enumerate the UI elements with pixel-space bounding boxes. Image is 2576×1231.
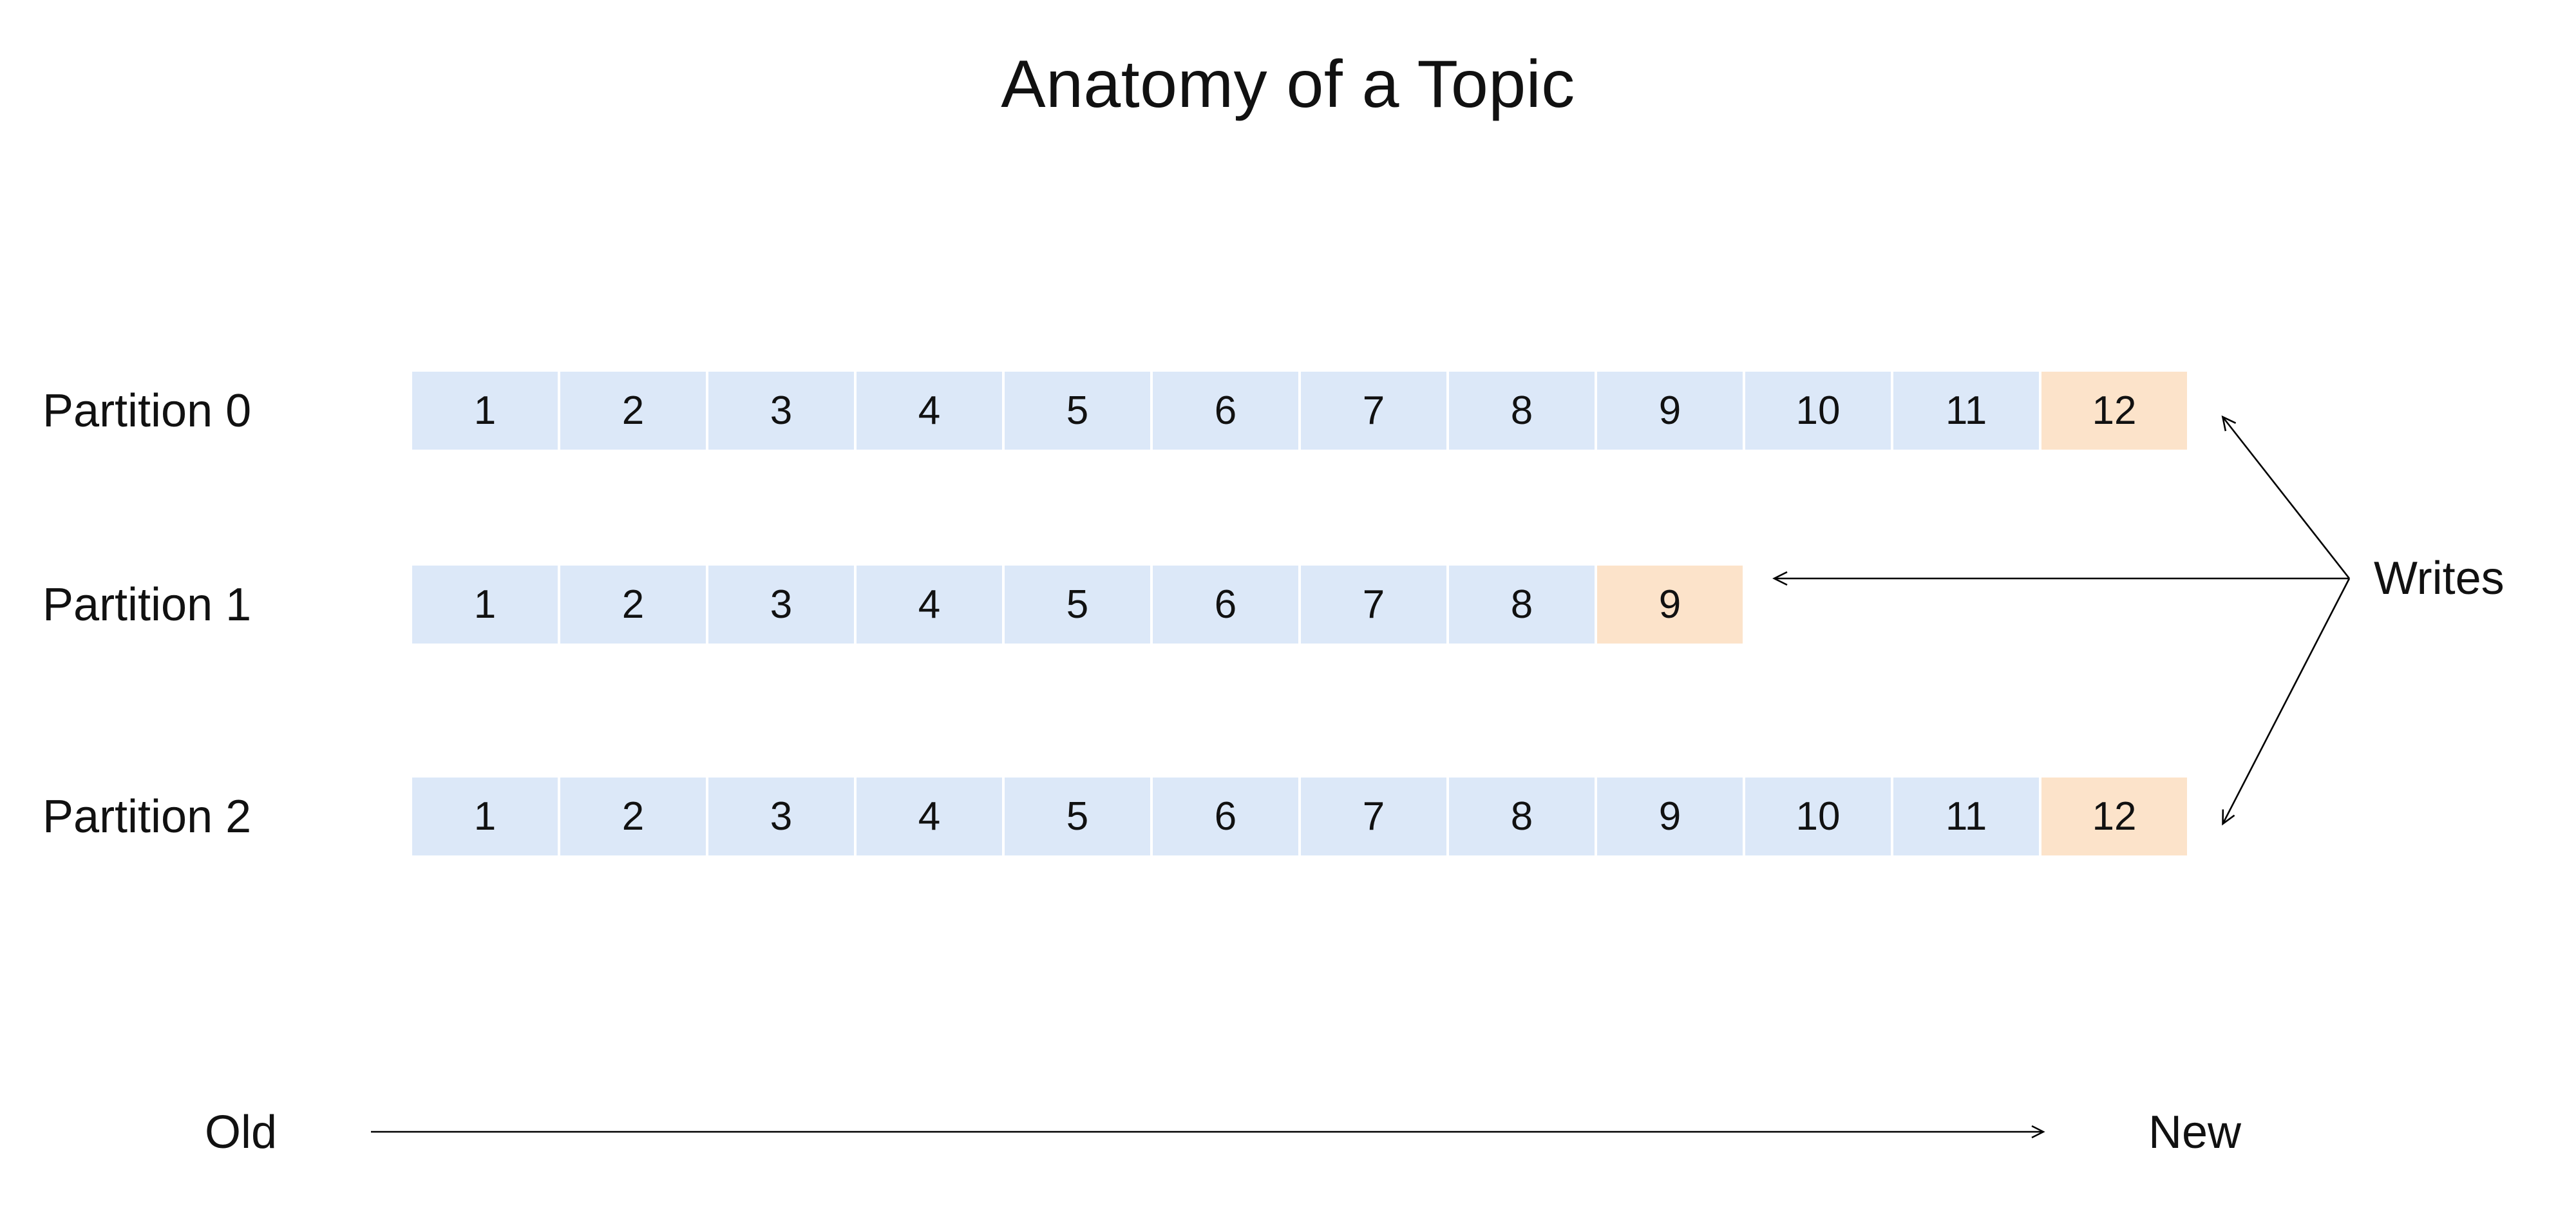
message-cell[interactable]: 5 [1005, 778, 1150, 855]
message-cell[interactable]: 4 [857, 778, 1002, 855]
message-cell[interactable]: 10 [1745, 372, 1891, 450]
message-cell[interactable]: 10 [1745, 778, 1891, 855]
message-cell[interactable]: 5 [1005, 372, 1150, 450]
message-cell[interactable]: 11 [1893, 778, 2039, 855]
message-cell[interactable]: 4 [857, 566, 1002, 644]
message-cell[interactable]: 3 [708, 372, 854, 450]
message-cell[interactable]: 7 [1301, 778, 1446, 855]
message-cell[interactable]: 8 [1449, 372, 1595, 450]
partition-label: Partition 0 [43, 385, 252, 437]
message-cell[interactable]: 8 [1449, 778, 1595, 855]
message-cell[interactable]: 11 [1893, 372, 2039, 450]
message-cell-new[interactable]: 9 [1597, 566, 1743, 644]
message-cell[interactable]: 9 [1597, 372, 1743, 450]
message-cell[interactable]: 7 [1301, 566, 1446, 644]
message-cell[interactable]: 7 [1301, 372, 1446, 450]
message-cell[interactable]: 8 [1449, 566, 1595, 644]
partition-label: Partition 1 [43, 578, 252, 631]
writes-label: Writes [2374, 553, 2505, 604]
age-axis-old-label: Old [205, 1107, 278, 1158]
age-axis-new-label: New [2148, 1107, 2242, 1158]
message-cell[interactable]: 2 [560, 778, 706, 855]
message-cell-new[interactable]: 12 [2041, 372, 2187, 450]
message-cell-new[interactable]: 12 [2041, 778, 2187, 855]
message-cell[interactable]: 3 [708, 778, 854, 855]
message-cell[interactable]: 6 [1153, 372, 1298, 450]
message-cell[interactable]: 2 [560, 566, 706, 644]
message-cell[interactable]: 1 [412, 778, 558, 855]
message-cell[interactable]: 5 [1005, 566, 1150, 644]
partition-label: Partition 2 [43, 790, 252, 843]
message-cell[interactable]: 9 [1597, 778, 1743, 855]
message-cell[interactable]: 6 [1153, 566, 1298, 644]
page-title: Anatomy of a Topic [1001, 47, 1575, 122]
message-cell[interactable]: 6 [1153, 778, 1298, 855]
message-cell[interactable]: 2 [560, 372, 706, 450]
message-cell[interactable]: 1 [412, 566, 558, 644]
message-cell[interactable]: 4 [857, 372, 1002, 450]
message-cell[interactable]: 3 [708, 566, 854, 644]
message-cell[interactable]: 1 [412, 372, 558, 450]
